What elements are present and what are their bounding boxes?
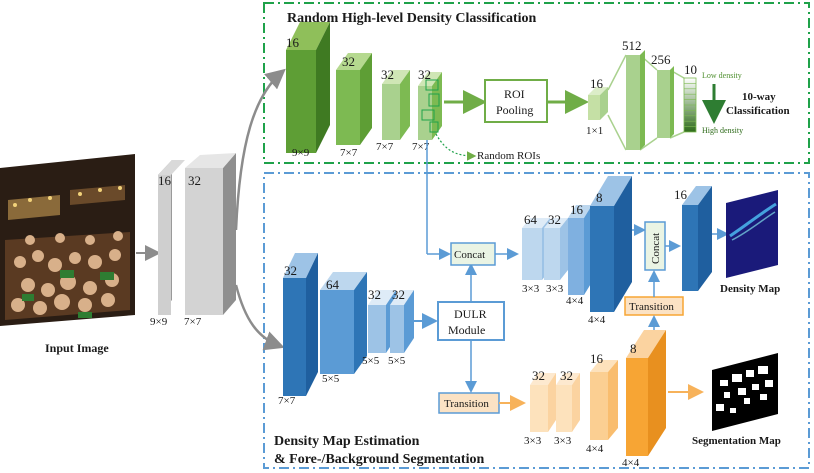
roi-pooling-box <box>484 79 548 123</box>
bottom-main-layer-1-channels: 32 <box>284 263 297 278</box>
fc-layer-512-size: 512 <box>622 38 642 53</box>
dulr-module-line1: DULR <box>454 307 487 321</box>
seg-layer-1 <box>530 373 556 432</box>
density-layer-3-kernel: 4×4 <box>566 295 584 307</box>
shared-layer-2-channels: 32 <box>188 173 201 188</box>
top-conv-layer-3-kernel: 7×7 <box>376 141 394 153</box>
top-conv-layer-2 <box>336 53 372 145</box>
top-conv-layer-4-channels: 32 <box>418 67 431 82</box>
density-map-image <box>726 190 778 278</box>
fc-layer-16 <box>588 87 608 120</box>
classification-label-line2: Classification <box>726 105 790 117</box>
bottom-main-layer-1 <box>283 253 318 396</box>
seg-layer-2-channels: 32 <box>560 368 573 383</box>
bottom-main-layer-2 <box>320 272 367 374</box>
fc-layer-512 <box>626 50 645 150</box>
top-conv-layer-1-channels: 16 <box>286 35 300 50</box>
roi-pooling-line1: ROI <box>504 87 525 101</box>
fc-layer-256-size: 256 <box>651 52 671 67</box>
seg-layer-2-kernel: 3×3 <box>554 435 572 447</box>
bottom-main-layer-2-channels: 64 <box>326 277 340 292</box>
segmentation-map-label: Segmentation Map <box>692 435 781 447</box>
segmentation-map-image <box>712 353 778 431</box>
bottom-main-layer-4-channels: 32 <box>392 287 405 302</box>
top-conv-layer-3-channels: 32 <box>381 67 394 82</box>
input-image <box>0 154 135 326</box>
seg-layer-2 <box>556 373 580 432</box>
top-conv-layer-2-kernel: 7×7 <box>340 147 358 159</box>
seg-layer-3-channels: 16 <box>590 351 604 366</box>
dulr-module-box <box>437 301 505 341</box>
seg-layer-3-kernel: 4×4 <box>586 443 604 455</box>
seg-layer-3 <box>590 360 618 440</box>
seg-layer-1-channels: 32 <box>532 368 545 383</box>
bottom-main-layer-3-kernel: 5×5 <box>362 355 380 367</box>
seg-layer-4 <box>626 330 666 456</box>
seg-layer-4-channels: 8 <box>630 341 637 356</box>
density-section-title-line2: & Fore-/Background Segmentation <box>274 452 484 467</box>
shared-layer-2 <box>185 153 236 315</box>
final-density-layer <box>682 186 712 291</box>
bottom-main-layer-3-channels: 32 <box>368 287 381 302</box>
fc-input-size: 1×1 <box>586 125 603 137</box>
concat-label: Concat <box>454 249 485 261</box>
density-layer-2-kernel: 3×3 <box>546 283 564 295</box>
random-rois-arrow <box>435 133 477 161</box>
shared-layer-1-channels: 16 <box>158 173 172 188</box>
input-image-label: Input Image <box>45 341 109 355</box>
shared-layer-1 <box>158 160 185 315</box>
dulr-module-line2: Module <box>448 323 485 337</box>
top-conv-layer-1 <box>286 22 330 153</box>
fc-layer-256 <box>657 66 674 138</box>
classification-label-line1: 10-way <box>742 91 776 103</box>
shared-layer-2-kernel: 7×7 <box>184 316 202 328</box>
final-concat-label: Concat <box>650 233 662 264</box>
top-conv-layer-2-channels: 32 <box>342 54 355 69</box>
branch-arrow-up <box>234 68 286 231</box>
seg-layer-4-kernel: 4×4 <box>622 457 640 469</box>
fc-layer-16-size: 16 <box>590 76 604 91</box>
density-layer-1-kernel: 3×3 <box>522 283 540 295</box>
bottom-main-layer-4 <box>390 290 414 353</box>
bottom-main-layer-1-kernel: 7×7 <box>278 395 296 407</box>
final-density-layer-channels: 16 <box>674 187 688 202</box>
final-transition-label: Transition <box>629 301 674 313</box>
top-conv-layer-3 <box>382 70 410 140</box>
density-layer-1-channels: 64 <box>524 212 538 227</box>
top-conv-layer-1-kernel: 9×9 <box>292 147 310 159</box>
seg-layer-1-kernel: 3×3 <box>524 435 542 447</box>
density-section-title-line1: Density Map Estimation <box>274 434 420 449</box>
branch-arrow-down <box>234 284 285 351</box>
roi-pooling-line2: Pooling <box>496 103 533 117</box>
density-layer-2-channels: 32 <box>548 212 561 227</box>
density-map-label: Density Map <box>720 283 780 295</box>
density-layer-4 <box>590 176 632 312</box>
density-layer-2 <box>544 218 568 280</box>
density-layer-3-channels: 16 <box>570 202 584 217</box>
classification-section-frame <box>263 2 810 164</box>
random-rois-label: Random ROIs <box>477 150 540 162</box>
bottom-main-layer-2-kernel: 5×5 <box>322 373 340 385</box>
classification-section-title: Random High-level Density Classification <box>287 11 536 26</box>
fc-connections <box>607 54 685 151</box>
shared-layer-1-kernel: 9×9 <box>150 316 168 328</box>
fc-layer-10 <box>683 77 697 133</box>
density-layer-4-channels: 8 <box>596 190 603 205</box>
high-density-label: High density <box>702 126 743 135</box>
density-layer-3 <box>568 205 592 295</box>
transition-label: Transition <box>444 398 489 410</box>
bottom-main-layer-4-kernel: 5×5 <box>388 355 406 367</box>
density-layer-4-kernel: 4×4 <box>588 314 606 326</box>
low-density-label: Low density <box>702 71 742 80</box>
top-conv-layer-4-kernel: 7×7 <box>412 141 430 153</box>
fc-layer-10-size: 10 <box>684 62 697 77</box>
top-conv-layer-4 <box>418 72 442 140</box>
